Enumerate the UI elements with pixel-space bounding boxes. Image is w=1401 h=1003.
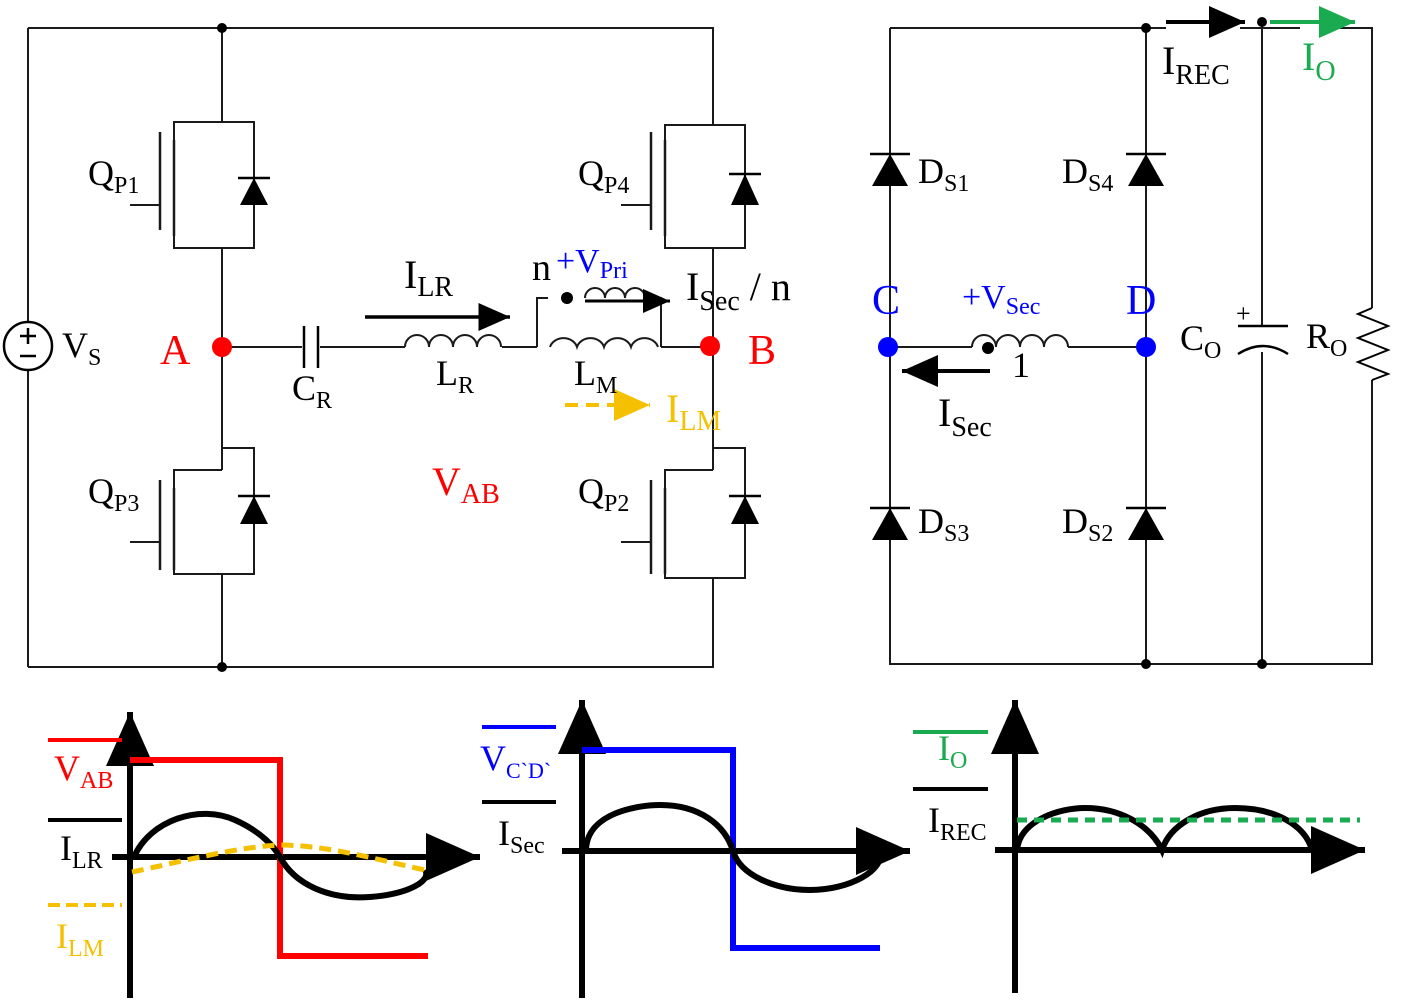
junction-dot — [1257, 659, 1267, 669]
w3-irec-trace — [1014, 804, 1315, 859]
inductor-lm-icon — [549, 337, 659, 351]
node-b-dot — [700, 336, 720, 356]
capacitor-cr-icon — [302, 326, 320, 368]
primary-top-rail — [28, 27, 714, 120]
ds3-label: DS3 — [918, 501, 969, 547]
qp2-label: QP2 — [578, 471, 629, 517]
lr-label: LR — [436, 353, 474, 399]
ds1-label: DS1 — [918, 151, 969, 197]
qp4-label: QP4 — [578, 153, 629, 199]
junction-dot — [1141, 659, 1151, 669]
irec-label: IREC — [1162, 38, 1230, 91]
polarity-dot-icon — [561, 292, 573, 304]
waveform-vcd-isec: VC`D` ISec — [480, 700, 910, 998]
node-a-dot — [212, 337, 232, 357]
isec-label: ISec — [938, 390, 992, 443]
secondary-circuit: DS1 DS4 DS3 DS2 C D +VSec 1 ISec IREC IO… — [870, 6, 1391, 669]
ilr-label: ILR — [404, 252, 453, 303]
secondary-top-rail — [889, 27, 1373, 665]
qp3-label: QP3 — [88, 471, 139, 517]
mosfet-qp2-icon — [621, 447, 761, 579]
vpri-label: +VPri — [556, 243, 628, 284]
io-label: IO — [1302, 34, 1336, 87]
junction-dot — [1141, 23, 1151, 33]
waveform-io-irec: IO IREC — [913, 700, 1365, 993]
diode-ds2-icon — [1126, 506, 1166, 540]
mosfet-qp3-icon — [130, 447, 270, 575]
capacitor-co-icon — [1237, 324, 1289, 356]
ilm-label: ILM — [666, 386, 721, 437]
w2-isec-trace — [583, 801, 884, 894]
w1-ilr-trace — [131, 810, 430, 901]
junction-dot — [217, 23, 227, 33]
cr-label: CR — [292, 368, 332, 414]
diode-ds3-icon — [870, 506, 910, 540]
waveform-vab-ilr: VAB ILR ILM — [48, 712, 480, 998]
source-label: VS — [62, 325, 101, 371]
inductor-lr-icon — [404, 334, 502, 348]
co-label: CO — [1180, 318, 1221, 364]
junction-dot — [1257, 17, 1267, 27]
lm-label: LM — [574, 353, 617, 399]
qp1-label: QP1 — [88, 153, 139, 199]
polarity-dot-icon — [982, 342, 994, 354]
w2-isec-label: ISec — [498, 813, 545, 859]
node-a-label: A — [160, 328, 191, 374]
isec-n-label: ISec / n — [686, 264, 791, 317]
w1-ilm-trace — [131, 842, 426, 875]
turns-n-label: n — [532, 247, 551, 289]
node-d-label: D — [1126, 278, 1156, 324]
transformer-primary-icon — [584, 287, 646, 299]
vab-label: VAB — [432, 459, 500, 510]
co-plus-label: + — [1236, 299, 1251, 328]
w1-ilm-label: ILM — [56, 916, 104, 962]
primary-bottom-rail — [28, 578, 714, 668]
ds4-label: DS4 — [1062, 151, 1113, 197]
voltage-source-icon — [2, 320, 54, 372]
mosfet-qp4-icon — [621, 120, 761, 249]
ro-label: RO — [1306, 316, 1347, 362]
w2-vcd-label: VC`D` — [480, 738, 551, 783]
mosfet-qp1-icon — [130, 121, 270, 249]
junction-dot — [217, 662, 227, 672]
vsec-label: +VSec — [962, 279, 1040, 320]
ds2-label: DS2 — [1062, 501, 1113, 547]
w3-irec-label: IREC — [928, 800, 987, 846]
node-c-label: C — [872, 278, 900, 324]
node-d-dot — [1136, 337, 1156, 357]
transformer-secondary-icon — [971, 334, 1069, 348]
resistor-ro-icon — [1355, 307, 1391, 381]
w3-io-label: IO — [938, 728, 967, 774]
w1-vab-label: VAB — [54, 748, 113, 794]
w1-ilr-label: ILR — [60, 828, 103, 874]
node-c-dot — [878, 337, 898, 357]
diode-ds1-icon — [870, 152, 910, 186]
diode-ds4-icon — [1126, 152, 1166, 186]
primary-circuit: VS A B QP1 QP3 QP4 QP2 CR LR LM ILR ILM … — [2, 23, 791, 672]
node-b-label: B — [748, 328, 776, 374]
turns-1-label: 1 — [1012, 345, 1030, 385]
